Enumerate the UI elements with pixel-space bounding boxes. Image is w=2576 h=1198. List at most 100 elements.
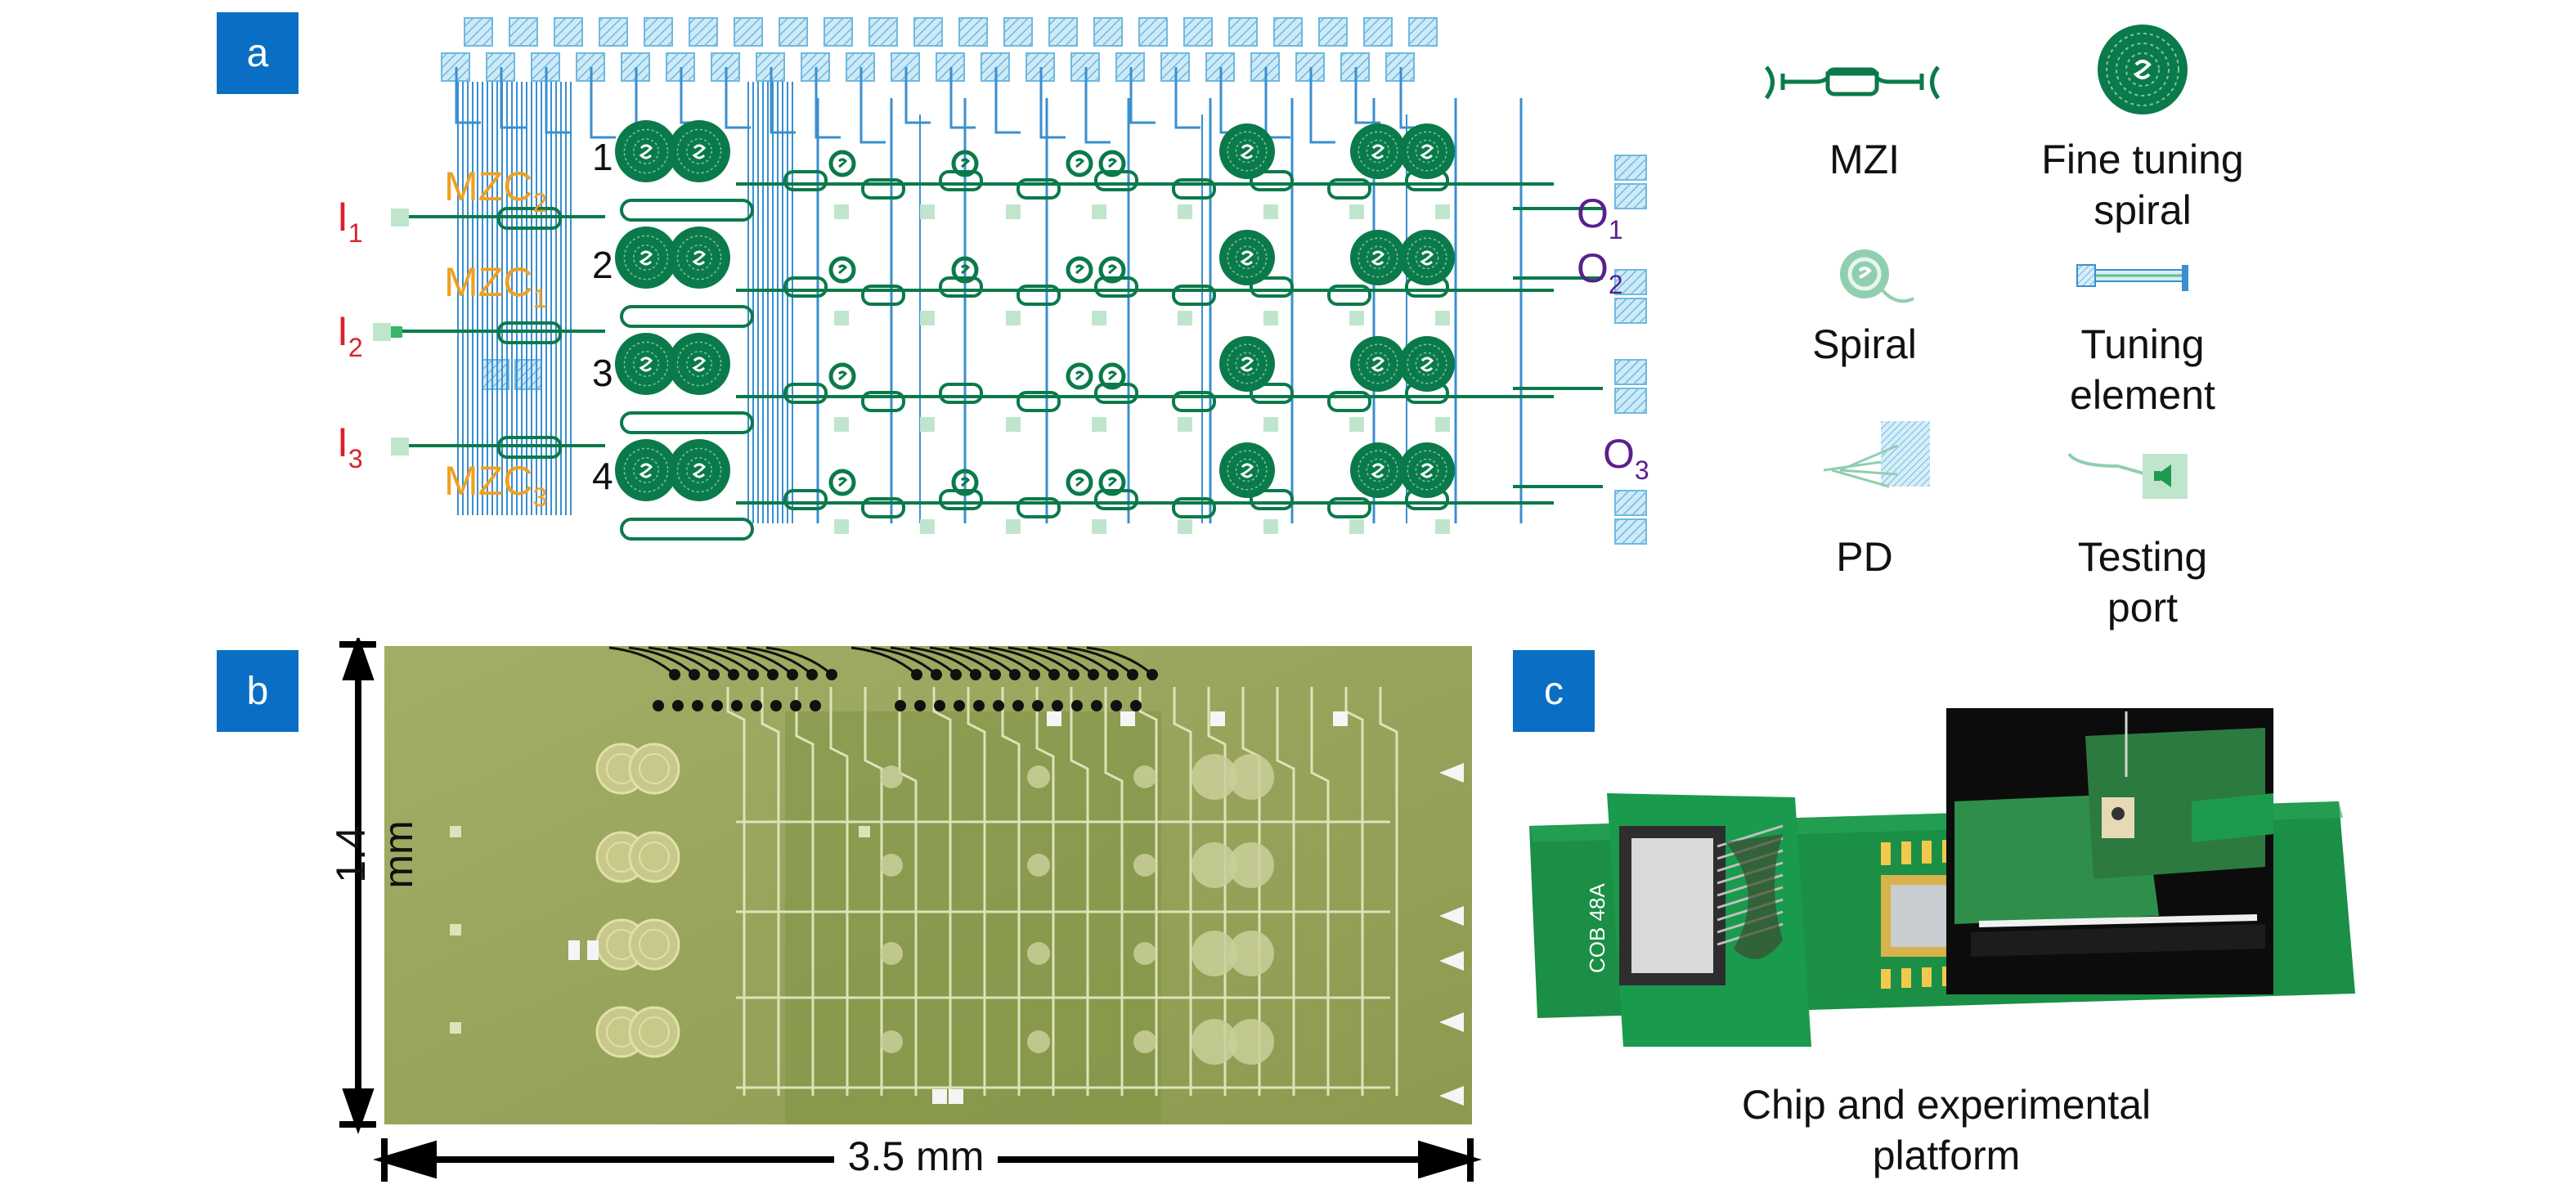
fine-tuning-spiral (615, 439, 677, 501)
testing-port (1435, 519, 1450, 534)
mzi-element (1327, 391, 1371, 412)
pcb-label-cob: COB 48A (1585, 883, 1609, 973)
circuit-layout: I1 I2 I3 MZC2 MZC1 MZC3 1 2 3 4 O1 O2 O3 (337, 17, 1649, 545)
chip-spiral (1027, 942, 1050, 965)
testing-port (373, 323, 391, 341)
mzi-element (1094, 170, 1138, 191)
mzi-element (1327, 178, 1371, 200)
testing-port (1435, 311, 1450, 325)
metal-pad (1273, 17, 1303, 47)
spiral (1098, 256, 1126, 284)
spiral (1066, 362, 1093, 390)
chip-micrograph (339, 638, 1482, 1182)
photodetector-icon (1823, 421, 1930, 488)
spiral (828, 362, 856, 390)
mzi-element (783, 489, 828, 510)
output-label-3: O3 (1603, 431, 1649, 485)
output-pad (1614, 298, 1647, 324)
chip-spiral (1027, 765, 1050, 788)
chip-spiral (1192, 931, 1237, 976)
metal-pad (554, 17, 583, 47)
chip-spiral (1133, 942, 1156, 965)
mzi-element (1250, 489, 1294, 510)
mzi-element (1327, 285, 1371, 306)
output-pad (1439, 763, 1464, 783)
metal-pad (1048, 17, 1078, 47)
chip-spiral (880, 765, 903, 788)
chip-spiral (880, 1030, 903, 1053)
metal-routing (455, 67, 1523, 523)
testing-port (391, 437, 409, 455)
bond-wire-tip (790, 700, 801, 711)
coupler-label-mzc3: MZC3 (444, 458, 547, 512)
legend-spiral-label: Spiral (1812, 321, 1917, 367)
mzc-coupler (497, 436, 562, 459)
mzi-element (1172, 497, 1216, 518)
fine-tuning-spiral (668, 333, 730, 395)
bond-wire-tip (770, 700, 782, 711)
testing-port (834, 311, 849, 325)
testing-port (1006, 519, 1021, 534)
bond-wire-tip (1091, 700, 1102, 711)
metal-pad (514, 359, 542, 390)
metal-pad (1093, 17, 1123, 47)
chip-traces (450, 687, 1398, 1096)
testing-port (1092, 417, 1106, 432)
fine-tuning-spiral (1399, 336, 1455, 392)
testing-port (1349, 311, 1364, 325)
bond-wire-tip (1032, 700, 1043, 711)
chip-spiral (1192, 842, 1237, 888)
testing-port (1435, 204, 1450, 219)
chip-spirals (595, 743, 1274, 1065)
spiral (828, 256, 856, 284)
output-pads (1614, 155, 1647, 545)
bond-wire-tip (954, 700, 965, 711)
mzi-element (1094, 489, 1138, 510)
testing-port (1349, 417, 1364, 432)
spiral (1098, 362, 1126, 390)
height-dimension-arrow (339, 638, 376, 1135)
testing-port (920, 519, 935, 534)
spiral (1066, 469, 1093, 496)
bond-wire-tip (934, 700, 945, 711)
testing-port (1178, 204, 1192, 219)
spiral (1098, 469, 1126, 496)
chip-spiral (880, 942, 903, 965)
chip-pad (949, 1089, 963, 1104)
chip-spiral (1027, 854, 1050, 877)
fine-tuning-spiral (1350, 336, 1406, 392)
mzi-element (939, 170, 983, 191)
chip-spiral (1192, 754, 1237, 800)
output-label-1: O1 (1577, 191, 1623, 245)
chip-spiral (628, 743, 680, 795)
fine-tuning-spiral (668, 227, 730, 289)
mzi-icon (1764, 65, 1941, 100)
fine-tuning-spiral (1350, 230, 1406, 285)
metal-pad (689, 17, 718, 47)
bond-wire-tip (711, 700, 723, 711)
fine-tuning-spiral (1350, 442, 1406, 498)
testing-port (920, 311, 935, 325)
coupler-label-mzc2: MZC2 (444, 164, 547, 218)
chip-spiral (1133, 854, 1156, 877)
metal-pad (1183, 17, 1213, 47)
output-pad (1614, 518, 1647, 545)
testing-port (1263, 311, 1278, 325)
mzc-coupler (497, 207, 562, 230)
mzi-element (1016, 391, 1061, 412)
testing-port (1092, 311, 1106, 325)
mzi-element (1094, 276, 1138, 298)
mzi-element (1172, 391, 1216, 412)
metal-pad (482, 359, 509, 390)
output-pad (1439, 1012, 1464, 1032)
metal-pad (734, 17, 763, 47)
fine-tuning-spiral (668, 120, 730, 182)
testing-port (1006, 311, 1021, 325)
mzi-element (1172, 285, 1216, 306)
chip-spiral (1228, 1019, 1274, 1065)
metal-pad (1138, 17, 1168, 47)
bond-wire-tip (993, 700, 1004, 711)
metal-pad (599, 17, 628, 47)
tuning-element-icon (2076, 264, 2188, 291)
